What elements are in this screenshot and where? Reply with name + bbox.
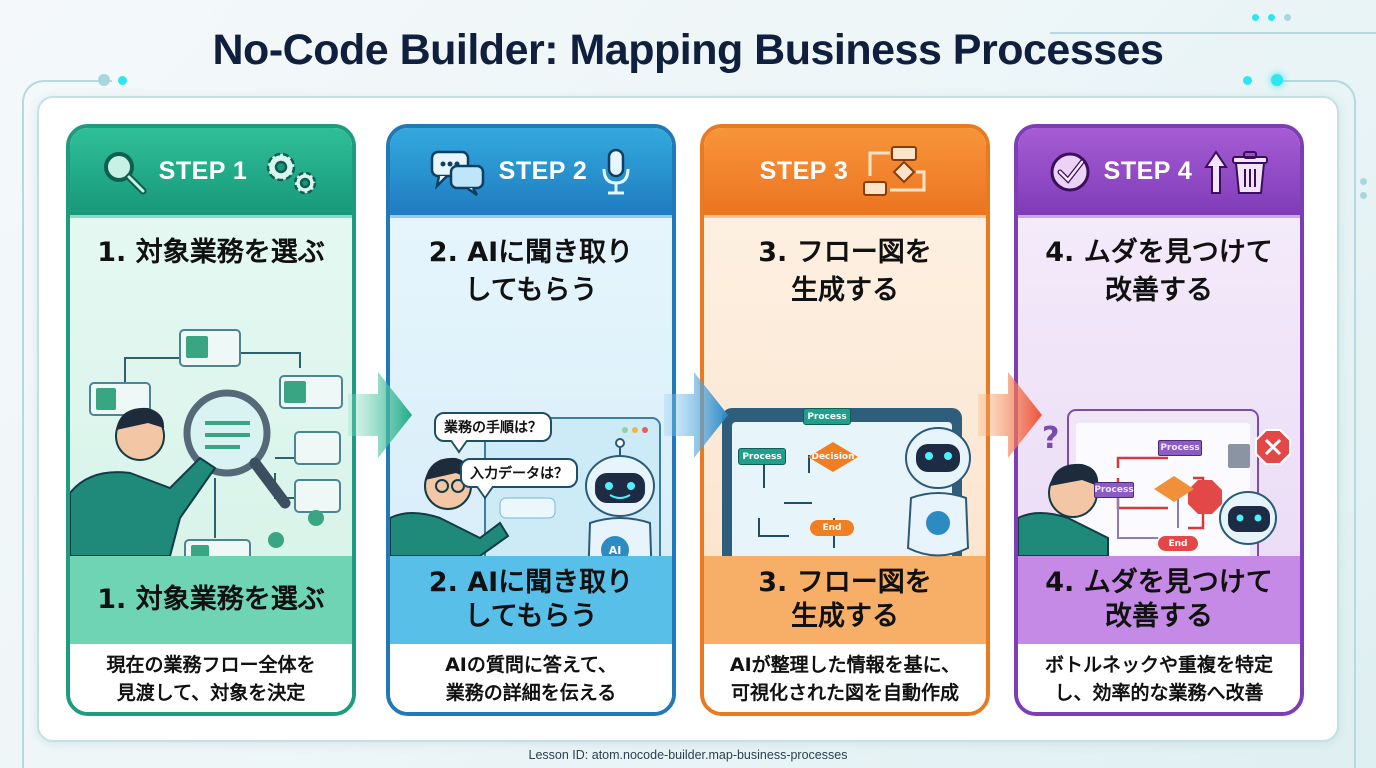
flowchart-icon [863, 145, 926, 196]
step-header-4: STEP 4 [1018, 128, 1300, 218]
step-description: ボトルネックや重複を特定 し、効率的な業務へ改善 [1018, 644, 1300, 712]
step-description: AIが整理した情報を基に、 可視化された図を自動作成 [704, 644, 986, 712]
magnifier-icon [103, 151, 147, 194]
step-label: STEP 1 [158, 157, 248, 185]
deco-dot [1271, 74, 1283, 86]
step-body-2: 2. AIに聞き取り してもらう 業務の手順は？ 入力データは？ AI [390, 218, 672, 557]
deco-dot [1243, 76, 1252, 85]
step-heading: 4. ムダを見つけて 改善する [1045, 237, 1273, 306]
flow-node-process: Process [1094, 482, 1134, 498]
step-description: 現在の業務フロー全体を 見渡して、対象を決定 [70, 644, 352, 712]
step-body-1: 1. 対象業務を選ぶ [70, 218, 352, 556]
step-body-4: 4. ムダを見つけて 改善する ? Process Process End [1018, 218, 1300, 556]
chat-bubbles-icon [430, 150, 484, 196]
svg-text:?: ? [1042, 421, 1059, 456]
flow-node-process: Process [738, 448, 786, 465]
illustration-flowchart-monitor [722, 408, 962, 556]
robot-ai-badge: AI [608, 543, 622, 557]
step-label: STEP 4 [1103, 157, 1193, 185]
check-circle-icon [1050, 152, 1090, 191]
step-body-3: 3. フロー図を 生成する Process Process Decision E… [704, 218, 986, 557]
step-arrow-3-4 [978, 372, 1042, 458]
step-summary-band: 3. フロー図を 生成する [704, 556, 986, 644]
flow-node-process: Process [803, 408, 851, 425]
page-title: No-Code Builder: Mapping Business Proces… [212, 26, 1164, 74]
circuit-line-right [1276, 80, 1356, 768]
circuit-line-top [1050, 0, 1376, 34]
step-heading: 1. 対象業務を選ぶ [97, 237, 325, 268]
step-card-3: STEP 3 3. フロー図を 生成する Process Process Dec… [700, 124, 990, 716]
step-header-3: STEP 3 [704, 128, 986, 218]
trash-icon [1232, 150, 1269, 194]
step-card-1: STEP 1 1. 対象業務を選ぶ 1. 対象 [66, 124, 356, 716]
step-card-2: STEP 2 2. AIに聞き取り してもらう 業務の手順は？ 入力データは？ … [386, 124, 676, 716]
step-heading: 3. フロー図を 生成する [758, 237, 932, 306]
deco-dot [1360, 178, 1367, 185]
deco-dot [118, 76, 127, 85]
robot-icon [905, 427, 971, 557]
step-label: STEP 3 [759, 157, 849, 185]
step-header-2: STEP 2 [390, 128, 672, 218]
microphone-icon [602, 148, 630, 194]
flow-node-end: End [1158, 536, 1198, 551]
illustration-ai-interview [390, 417, 661, 556]
illustration-improvement: ? [1018, 409, 1291, 556]
deco-dot [1360, 192, 1367, 199]
speech-bubble: 業務の手順は？ [434, 412, 552, 442]
arrow-up-icon [1204, 149, 1229, 194]
step-label: STEP 2 [498, 157, 588, 185]
circuit-line-left [22, 80, 112, 768]
step-arrow-1-2 [348, 372, 412, 458]
step-description: AIの質問に答えて、 業務の詳細を伝える [390, 644, 672, 712]
flow-node-process: Process [1158, 440, 1202, 456]
step-summary-band: 2. AIに聞き取り してもらう [390, 556, 672, 644]
deco-dot [1284, 14, 1291, 21]
step-summary-band: 1. 対象業務を選ぶ [70, 556, 352, 644]
lesson-id-footer: Lesson ID: atom.nocode-builder.map-busin… [528, 748, 848, 762]
deco-dot [1252, 14, 1259, 21]
speech-bubble: 入力データは？ [460, 458, 578, 488]
illustration-process-discovery [70, 329, 343, 556]
step-header-1: STEP 1 [70, 128, 352, 218]
deco-dot [1268, 14, 1275, 21]
flow-node-end: End [810, 520, 854, 536]
deco-dot [98, 74, 110, 86]
step-arrow-2-3 [664, 372, 728, 458]
step-heading: 2. AIに聞き取り してもらう [428, 237, 634, 306]
gears-icon [267, 152, 317, 194]
step-summary-band: 4. ムダを見つけて 改善する [1018, 556, 1300, 644]
step-card-4: STEP 4 4. ムダを見つけて 改善する ? Process Proc [1014, 124, 1304, 716]
